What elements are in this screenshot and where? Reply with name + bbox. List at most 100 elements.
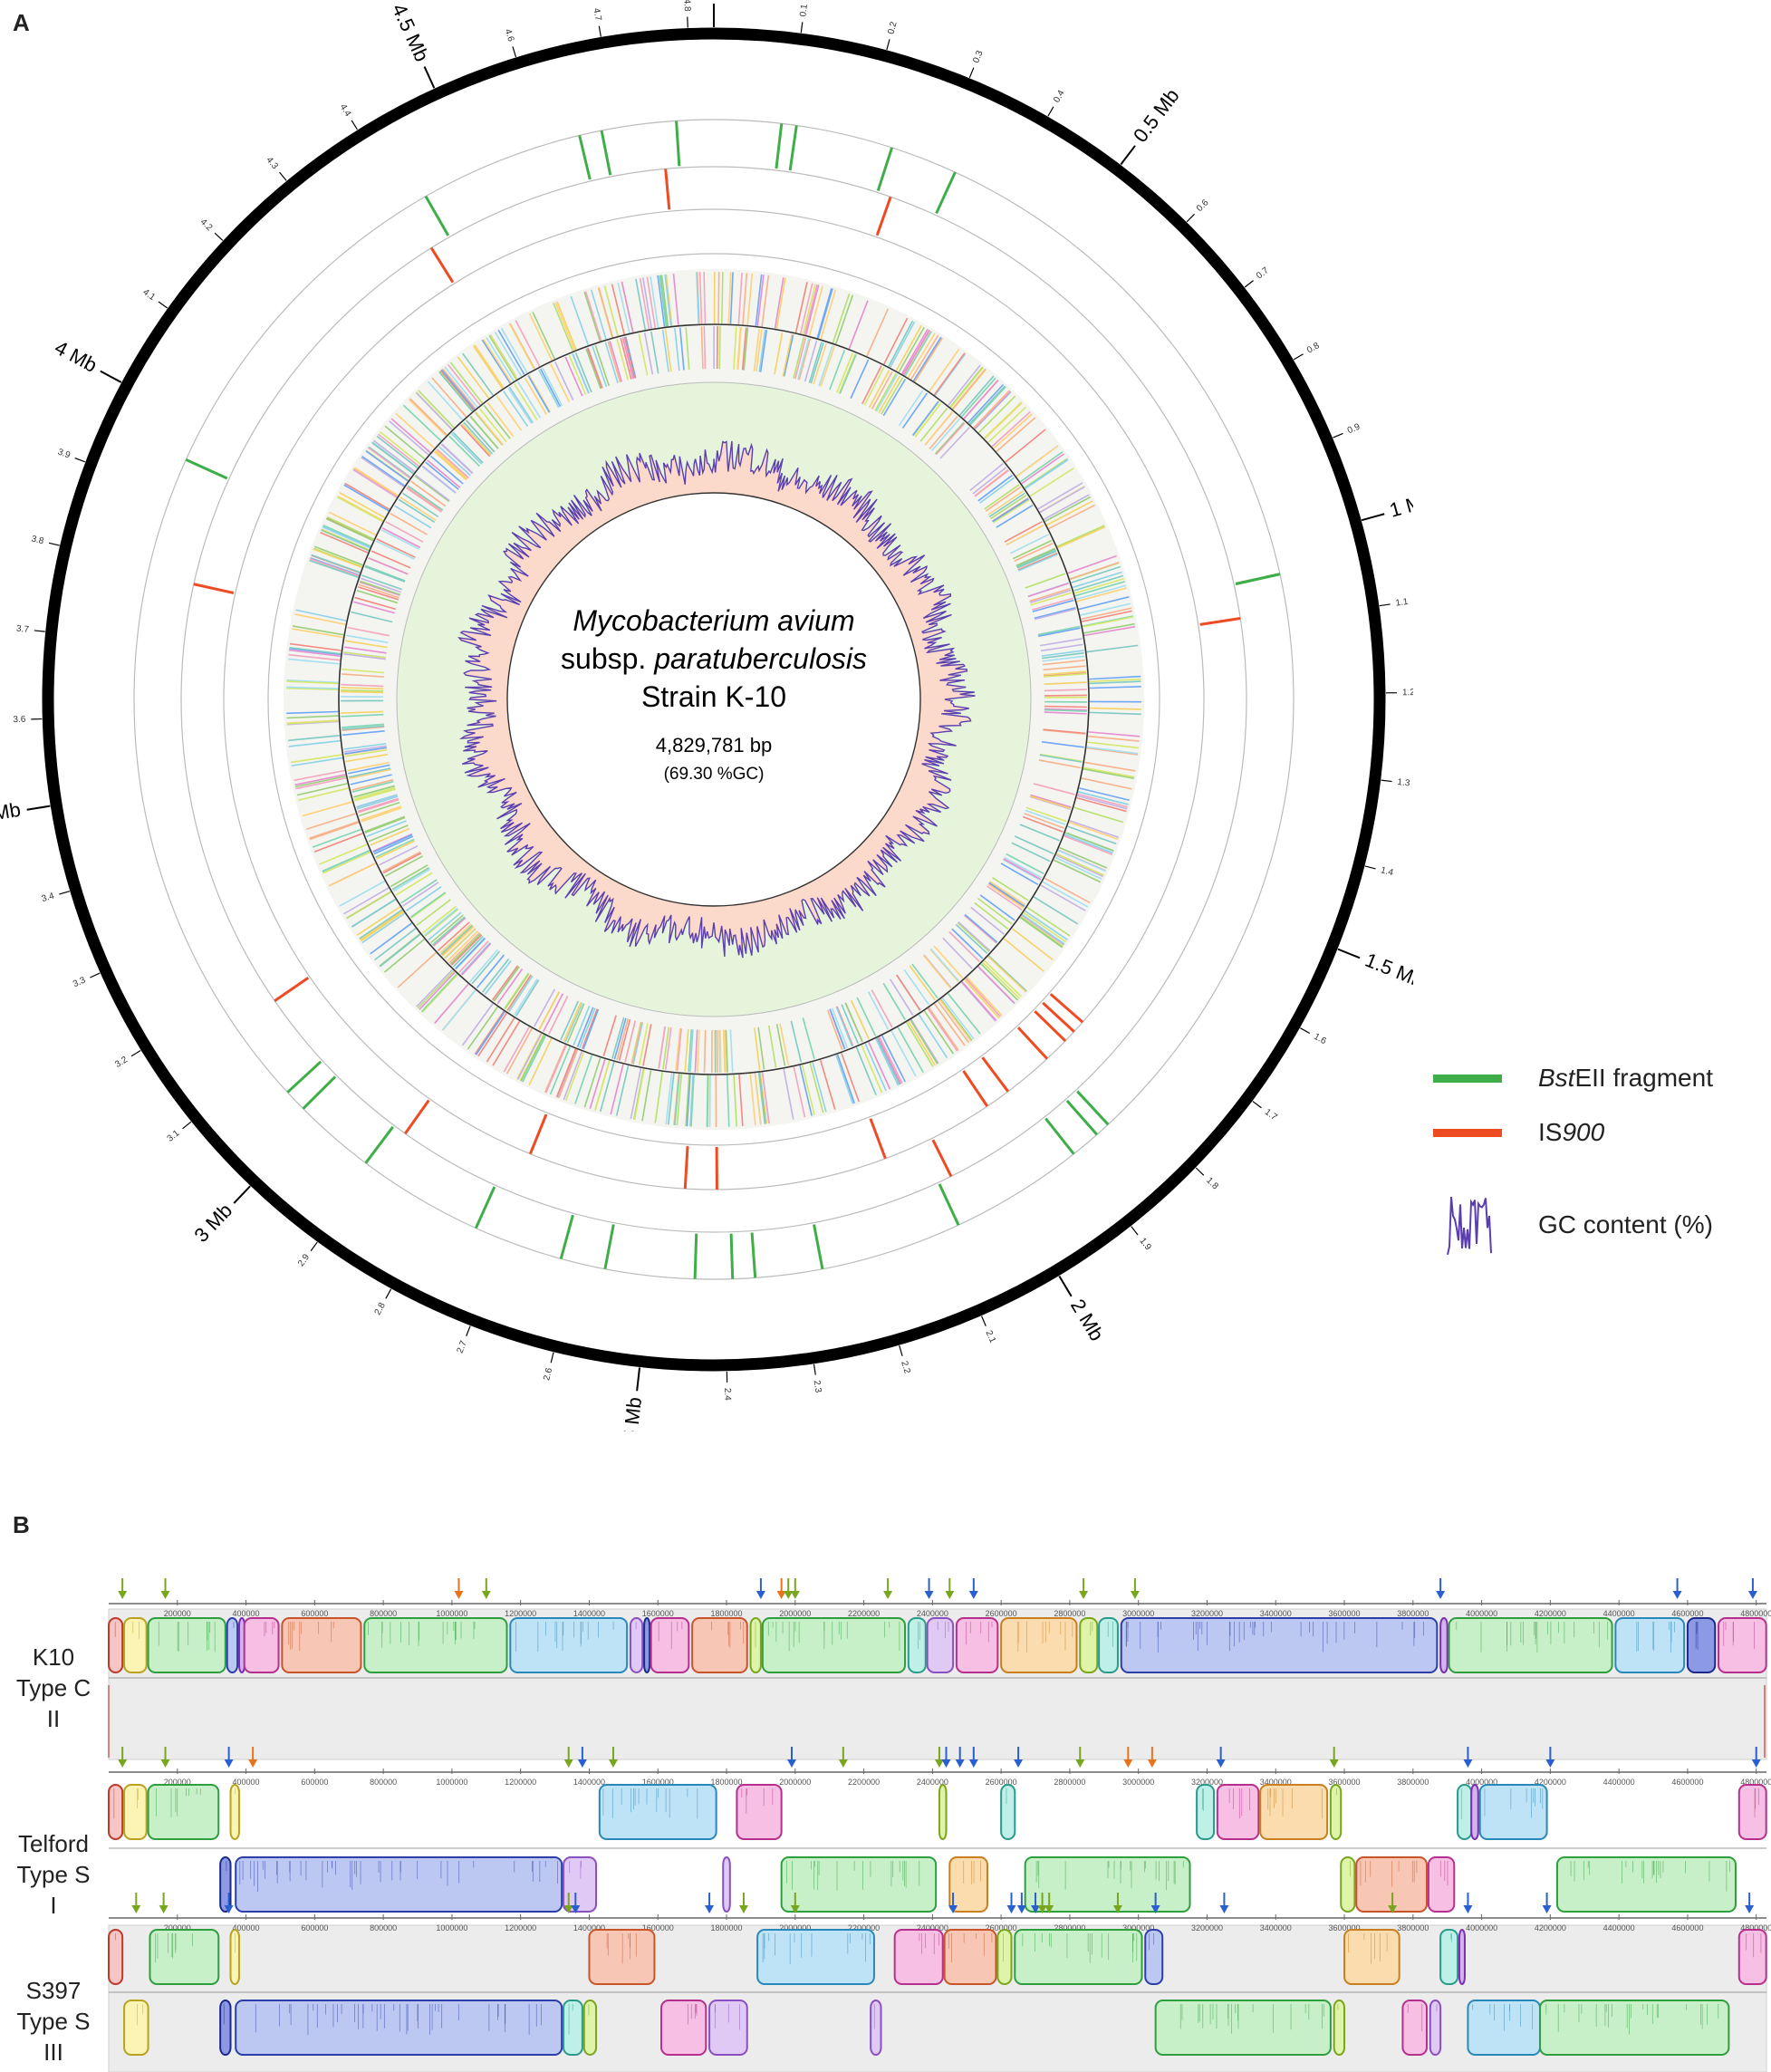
gene-mark (384, 855, 423, 877)
gene-mark (452, 431, 484, 464)
gene-mark (289, 646, 342, 655)
gene-mark (985, 486, 1022, 512)
gene-mark (289, 647, 342, 656)
gene-mark (718, 1029, 721, 1073)
gene-mark (384, 425, 426, 460)
panel-label-a: A (13, 9, 30, 36)
lcb-block (1448, 1617, 1613, 1673)
legend-gc: GC content (%) (1433, 1180, 1713, 1270)
ruler-tick-label: 1600000 (642, 1778, 674, 1787)
gene-mark (409, 891, 447, 919)
minor-tick (1379, 603, 1391, 607)
gene-mark (486, 1017, 515, 1063)
gene-mark (461, 1003, 494, 1046)
gene-mark (802, 1017, 815, 1059)
gene-mark (475, 1011, 505, 1055)
gene-mark (957, 921, 990, 952)
gene-mark (441, 443, 474, 474)
gene-mark (1055, 854, 1103, 878)
gene-mark (553, 361, 574, 401)
gene-mark (759, 330, 768, 372)
ruler-tick-label: 2400000 (917, 1609, 948, 1618)
gene-mark (948, 364, 981, 407)
gene-mark (1057, 849, 1106, 872)
lcb-block (1259, 1784, 1329, 1840)
gene-mark (481, 339, 511, 384)
lcb-block (1470, 1784, 1479, 1840)
strain-name: Strain K-10 (641, 680, 786, 713)
gene-mark (933, 945, 964, 978)
gene-mark (554, 302, 575, 351)
gene-mark (890, 1030, 917, 1077)
gene-mark (599, 1061, 615, 1113)
gene-mark (322, 850, 371, 872)
is900-element (962, 1070, 989, 1107)
gene-mark (983, 401, 1023, 439)
ruler-tick-label: 1000000 (436, 1923, 467, 1932)
marker-arrow-head (1006, 1905, 1016, 1913)
gene-mark (594, 1060, 611, 1111)
gene-mark (866, 308, 889, 357)
gene-mark (356, 589, 399, 604)
lcb-block (1427, 1856, 1456, 1913)
gene-mark (492, 1020, 521, 1066)
lcb-block (1216, 1784, 1260, 1840)
gene-mark (461, 423, 492, 456)
gene-mark (1042, 881, 1089, 908)
gene-mark (664, 329, 672, 372)
is900-label: IS900 (1538, 1118, 1605, 1146)
gene-mark (630, 1067, 642, 1120)
gene-mark (727, 272, 732, 324)
gene-mark (877, 1036, 902, 1084)
lcb-block (1457, 1784, 1473, 1840)
gene-mark (310, 557, 360, 576)
minor-tick-label: 3.8 (30, 535, 44, 547)
gene-mark (372, 833, 412, 853)
gene-mark (343, 651, 387, 659)
lcb-block (948, 1856, 988, 1913)
gene-mark (563, 1002, 582, 1042)
gene-mark (1030, 592, 1073, 606)
gene-mark (983, 959, 1023, 997)
lcb-block (1000, 1617, 1078, 1673)
gene-mark (1027, 583, 1069, 598)
gene-mark (876, 1037, 900, 1085)
gene-mark (889, 978, 914, 1016)
marker-arrow-head (1672, 1591, 1682, 1599)
ruler-tick-label: 3600000 (1329, 1609, 1361, 1618)
gene-mark (469, 416, 499, 449)
lcb-block (1467, 2000, 1542, 2056)
gene-mark (427, 381, 464, 420)
ruler-tick-label: 4600000 (1671, 1778, 1703, 1787)
gene-mark (1017, 553, 1058, 572)
gene-mark (329, 511, 377, 536)
gene-mark (322, 525, 371, 547)
gene-mark (448, 932, 480, 964)
gene-mark (556, 301, 577, 351)
gene-mark (1019, 824, 1060, 842)
minor-tick (74, 457, 86, 463)
gene-mark (319, 843, 368, 865)
gene-mark (708, 1075, 711, 1127)
ruler-tick-label: 4600000 (1671, 1609, 1703, 1618)
gene-mark (344, 640, 388, 649)
gene-mark (861, 1045, 883, 1094)
gene-mark (1040, 643, 1083, 652)
gene-mark (341, 713, 384, 718)
gene-mark (421, 973, 458, 1013)
bsteii-label: BstEII fragment (1538, 1064, 1713, 1092)
ruler-tick-label: 600000 (301, 1778, 328, 1787)
gene-mark (903, 969, 929, 1006)
lcb-block (1000, 1784, 1016, 1840)
gene-mark (1064, 834, 1113, 856)
gene-mark (855, 1046, 877, 1096)
gene-mark (942, 937, 973, 969)
gene-mark (690, 1075, 695, 1127)
gc-content-ring (396, 381, 1032, 1017)
gene-mark (641, 277, 652, 329)
gene-mark (492, 965, 519, 1001)
gene-mark (808, 285, 823, 336)
gene-mark (407, 485, 444, 511)
minor-tick-label: 4.1 (140, 287, 157, 303)
gene-mark (624, 336, 637, 379)
